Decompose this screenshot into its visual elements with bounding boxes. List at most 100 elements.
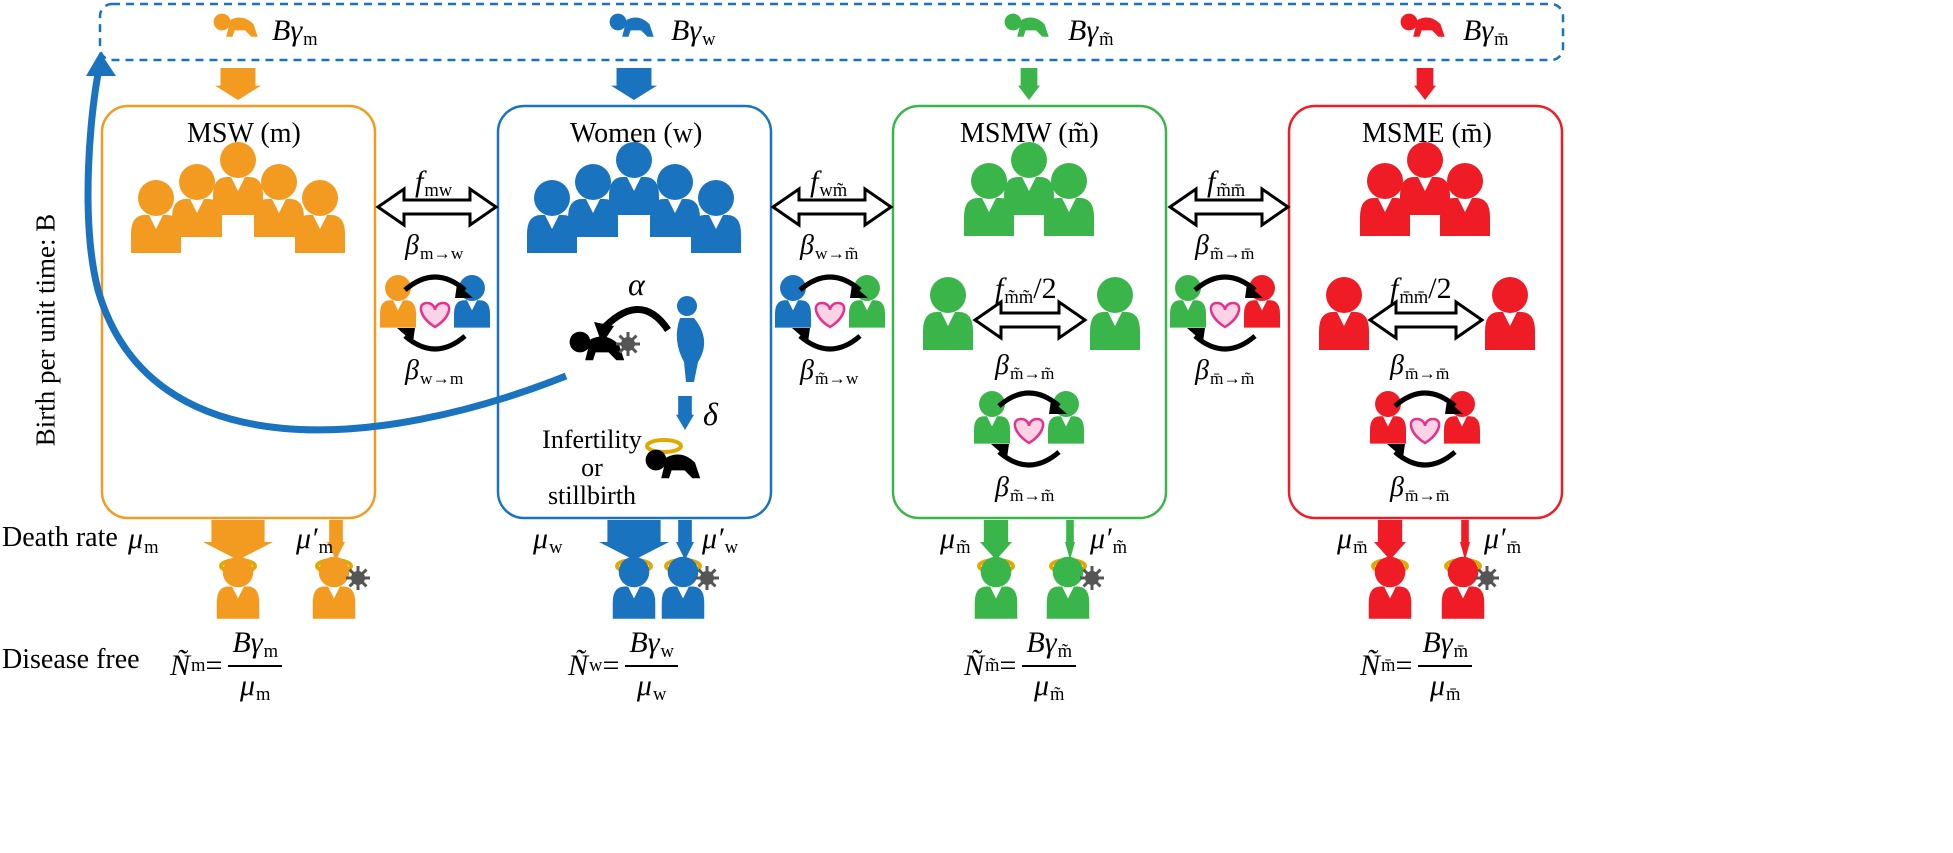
person-icon-women-1 — [568, 164, 618, 237]
death-arrow-prime-msme — [1460, 520, 1470, 560]
transmission-loop-3-bottom — [1193, 334, 1257, 352]
death-rate-msw: μm — [128, 522, 159, 559]
transmission-loop-1-bottom — [403, 334, 467, 352]
beta-label-w-to-msmw: βw→m̃ — [800, 230, 859, 263]
transmission-pair-1-left-body — [380, 300, 416, 328]
contact-arrow-3 — [1167, 186, 1291, 228]
within-pair-msmw-right-body — [1048, 416, 1084, 444]
compartment-box-msmw — [891, 104, 1168, 520]
transmission-loop-2-top — [798, 274, 862, 292]
person-icon-women-0-head — [534, 180, 570, 216]
person-icon-msme-1 — [1400, 142, 1450, 215]
dead-person-icon-prime-msmw — [1046, 556, 1090, 619]
virus-icon-msw-core — [351, 571, 365, 585]
death-arrow-prime-msw — [327, 520, 345, 560]
virus-icon-msme-core — [1480, 571, 1494, 585]
within-loop-msmw-top — [997, 390, 1061, 408]
dead-person-icon-prime-msme-head — [1447, 556, 1479, 588]
eq-msmw-N: Ñ — [964, 649, 985, 683]
person-icon-women-4-head — [698, 180, 734, 216]
person-icon-msw-4 — [295, 180, 345, 253]
person-icon-msmw-2-head — [1051, 163, 1087, 199]
person-icon-women-0-body — [527, 215, 577, 253]
baby-icon-women-body — [622, 17, 654, 37]
infertility-label: Infertility or stillbirth — [536, 426, 648, 510]
person-icon-msw-1-body — [172, 199, 222, 237]
infertility-line-1: Infertility — [542, 425, 642, 454]
transmission-loop-1-bottom-head — [397, 328, 415, 342]
alpha-arrow-head — [594, 322, 614, 344]
person-icon-msw-4-head — [302, 180, 338, 216]
person-icon-msmw-2-body — [1044, 198, 1094, 236]
stillbirth-baby-icon-head — [645, 449, 667, 471]
transmission-pair-2-left — [775, 275, 811, 328]
within-pair-msmw-left — [974, 391, 1010, 444]
person-icon-msw-0-body — [131, 215, 181, 253]
death-arrow-prime-msmw — [1065, 520, 1075, 560]
infertility-line-2: or — [581, 453, 603, 482]
within-pair-msme-left-head — [1375, 391, 1401, 417]
transmission-pair-1-left — [380, 275, 416, 328]
person-icon-msme-left — [1319, 277, 1369, 350]
stillbirth-baby-icon — [645, 449, 701, 479]
person-icon-msmw-left-head — [930, 277, 966, 313]
person-icon-msw-4-body — [295, 215, 345, 253]
person-icon-msme-2 — [1440, 163, 1490, 236]
within-pair-msmw-heart — [1013, 417, 1045, 445]
dead-person-icon-prime-msw-body — [312, 586, 356, 619]
within-pair-msme-left — [1370, 391, 1406, 444]
contact-rate-label-1: fmw — [415, 165, 453, 202]
person-icon-msme-0-body — [1360, 198, 1410, 236]
person-icon-msmw-1 — [1004, 142, 1054, 215]
person-icon-women-3-head — [657, 164, 693, 200]
person-icon-women-0 — [527, 180, 577, 253]
group-title-msme: MSME (m̄) — [1362, 118, 1492, 149]
baby-icon-msw — [213, 13, 258, 37]
death-rate-label: Death rate — [2, 522, 118, 553]
person-icon-msmw-0 — [964, 163, 1014, 236]
dead-person-icon-msmw — [974, 556, 1018, 619]
death-rate-msmw: μm̃ — [940, 522, 971, 559]
person-icon-msmw-0-body — [964, 198, 1014, 236]
dead-person-icon-prime-women — [661, 556, 705, 619]
person-icon-women-1-body — [568, 199, 618, 237]
beta-label-msmw-to-w: βm̃→w — [800, 355, 859, 388]
within-pair-msmw-left-head — [979, 391, 1005, 417]
person-icon-msw-1-head — [179, 164, 215, 200]
within-loop-msme-bottom — [1393, 450, 1457, 468]
birth-frame — [98, 2, 1565, 62]
within-pair-msme-right-body — [1444, 416, 1480, 444]
person-icon-women-2-head — [616, 142, 652, 178]
person-icon-msme-1-head — [1407, 142, 1443, 178]
death-rate-prime-women: μ′w — [702, 522, 739, 559]
death-arrow-msme — [1374, 520, 1406, 560]
within-loop-msme-top-head — [1445, 400, 1463, 414]
person-icon-msw-1 — [172, 164, 222, 237]
person-icon-msme-0-head — [1367, 163, 1403, 199]
person-icon-msme-2-head — [1447, 163, 1483, 199]
death-arrow-prime-women — [676, 520, 694, 560]
delta-arrow — [676, 396, 694, 430]
transmission-loop-2-bottom-head — [792, 328, 810, 342]
dead-person-icon-msw — [216, 556, 260, 619]
dead-person-icon-msme — [1368, 556, 1412, 619]
disease-free-label: Disease free — [2, 644, 140, 675]
within-arrow-msme — [1367, 299, 1485, 341]
baby-icon-msme-head — [1400, 13, 1418, 31]
within-loop-msmw-top-head — [1049, 400, 1067, 414]
baby-icon-msmw — [1004, 13, 1049, 37]
baby-icon-women-head — [609, 13, 627, 31]
person-icon-msme-0 — [1360, 163, 1410, 236]
person-icon-msme-2-body — [1440, 198, 1490, 236]
death-arrow-msw — [203, 520, 273, 560]
transmission-loop-1-top — [403, 274, 467, 292]
within-pair-msme-left-body — [1370, 416, 1406, 444]
group-title-msw: MSW (m) — [187, 118, 301, 149]
birth-label-msme: Bγm̄ — [1463, 14, 1509, 51]
person-icon-msmw-left-body — [923, 312, 973, 350]
death-rate-prime-msmw: μ′m̃ — [1090, 522, 1128, 559]
within-arrow-msmw — [972, 299, 1088, 341]
death-rate-prime-msw: μ′m — [296, 522, 334, 559]
person-icon-msme-right — [1485, 277, 1535, 350]
